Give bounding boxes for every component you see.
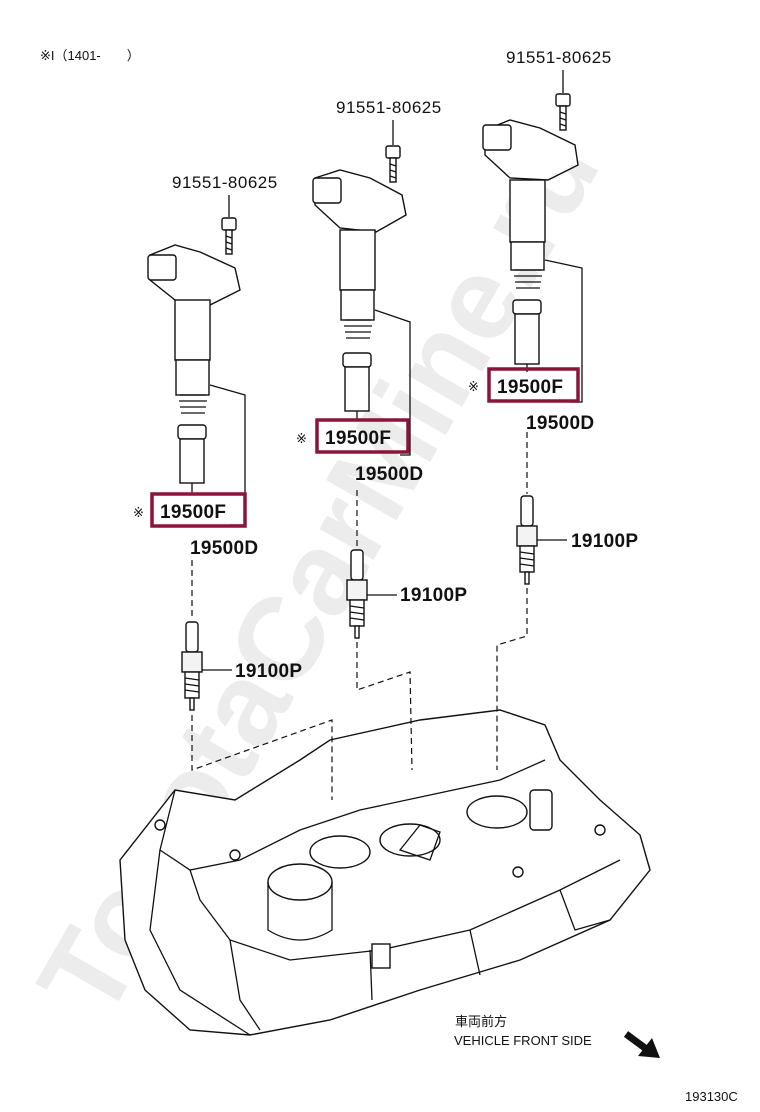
bolt-2-icon [385,145,401,183]
bolt-1-icon [221,217,237,255]
spark-plug-2-icon [346,549,368,639]
highlight-frame-coil-2 [315,418,410,454]
part-label-coil-3[interactable]: ※ 19500F [468,367,580,403]
cylinder-head-cover [119,709,651,1036]
direction-label-english: VEHICLE FRONT SIDE [454,1033,592,1048]
part-label-coil-1[interactable]: ※ 19500F [133,492,247,528]
ignition-coil-2-icon [312,169,407,339]
vehicle-front-arrow-icon [623,1031,660,1058]
spark-plug-3-icon [516,495,538,585]
svg-text:※: ※ [468,379,479,394]
highlight-frame-coil-3 [487,367,580,403]
svg-text:※: ※ [133,505,144,520]
ignition-coil-1-icon [147,244,241,414]
spark-plug-1-icon [181,621,203,711]
coil-set-middle [312,120,413,771]
part-number-coil-1: 19500F [160,502,226,523]
part-label-plug-1[interactable]: 19100P [235,661,302,682]
part-label-coil-assy-3[interactable]: 19500D [526,413,594,434]
coil-boot-3-icon [512,299,542,365]
direction-label-japanese: 車両前方 [455,1014,507,1029]
coil-set-left [147,195,333,800]
ignition-coil-3-icon [482,119,579,289]
figure-code: 193130C [685,1089,738,1104]
part-label-coil-assy-1[interactable]: 19500D [190,538,258,559]
part-label-coil-2[interactable]: ※ 19500F [296,418,410,454]
part-label-bolt-2: 91551-80625 [336,98,442,117]
part-label-plug-3[interactable]: 19100P [571,531,638,552]
coil-boot-1-icon [177,424,207,484]
coil-boot-2-icon [342,352,372,412]
svg-text:※: ※ [296,431,307,446]
applicability-note: ※I（1401- ） [40,48,140,63]
part-label-bolt-3: 91551-80625 [506,48,612,67]
part-label-coil-assy-2[interactable]: 19500D [355,464,423,485]
part-label-bolt-1: 91551-80625 [172,173,278,192]
coil-set-right [482,70,583,770]
part-number-coil-3: 19500F [497,377,563,398]
highlight-frame-coil-1 [150,492,247,528]
part-label-plug-2[interactable]: 19100P [400,585,467,606]
part-number-coil-2: 19500F [325,428,391,449]
bolt-3-icon [555,93,571,131]
